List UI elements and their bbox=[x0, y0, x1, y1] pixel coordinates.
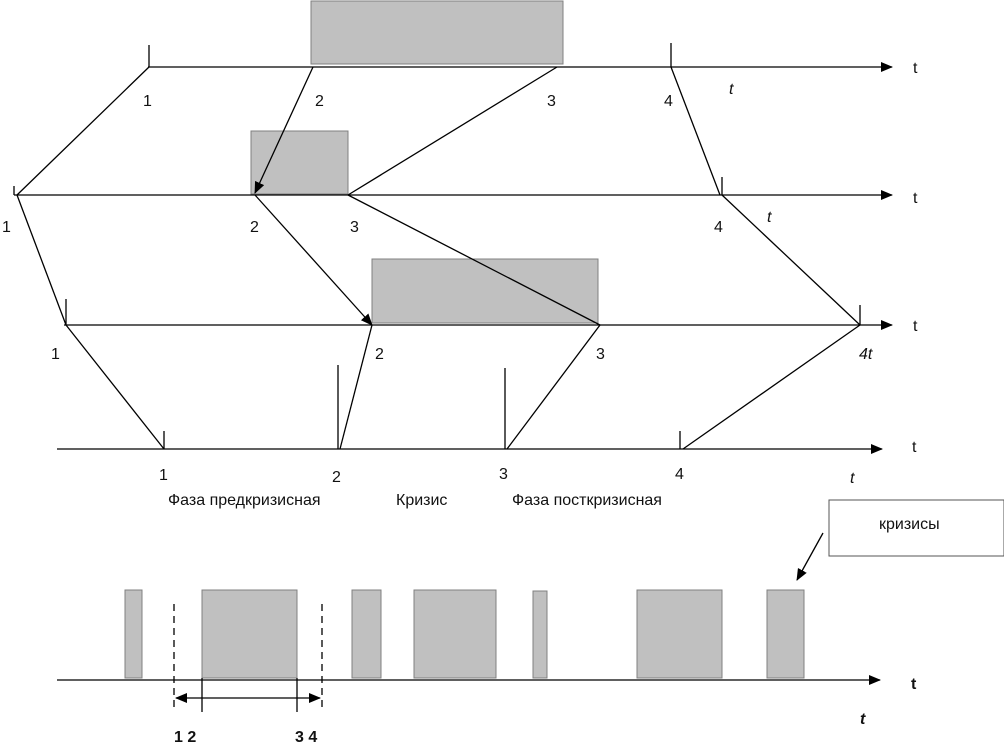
axis2-point-1: 1 bbox=[2, 219, 11, 236]
axis3-point-2: 2 bbox=[375, 346, 384, 363]
axis1-point-1: 1 bbox=[143, 93, 152, 110]
axis4-t-label: t bbox=[912, 439, 917, 456]
axis3-t-label: t bbox=[913, 318, 918, 335]
timeline-crisis bbox=[351, 589, 382, 679]
timeline-marks-left: 1 2 bbox=[174, 729, 196, 746]
timeline-crisis bbox=[636, 589, 723, 679]
axis1-t-label: t bbox=[913, 60, 918, 77]
axis-2: 1 2 3 4 t t bbox=[2, 177, 918, 236]
timeline-crisis bbox=[413, 589, 497, 679]
axis2-t-label: t bbox=[913, 190, 918, 207]
axis2-point-4: 4 bbox=[714, 219, 723, 236]
legend-arrow bbox=[796, 532, 824, 581]
axis4-point-1: 1 bbox=[159, 467, 168, 484]
axis2-point-3: 3 bbox=[350, 219, 359, 236]
timeline-crisis bbox=[201, 589, 298, 679]
timeline-marks-right: 3 4 bbox=[295, 729, 317, 746]
legend-label: кризисы bbox=[879, 516, 940, 533]
axis4-point-4: 4 bbox=[675, 466, 684, 483]
crisis-box-axis2 bbox=[250, 130, 349, 195]
timeline-t-label: t bbox=[911, 676, 917, 693]
axis4-point-3: 3 bbox=[499, 466, 508, 483]
legend-crises: кризисы bbox=[796, 499, 1004, 581]
phase-pre-crisis: Фаза предкризисная bbox=[168, 492, 321, 509]
phase-crisis: Кризис bbox=[396, 492, 447, 509]
axis-4: 1 2 3 4 t t bbox=[57, 365, 917, 487]
connector-lines bbox=[16, 66, 861, 450]
axis1-t-italic: t bbox=[729, 81, 734, 98]
timeline-t-italic: t bbox=[860, 711, 866, 728]
legend-box bbox=[828, 499, 1004, 557]
timeline-crisis bbox=[532, 590, 548, 679]
axis-3: 1 2 3 4t t bbox=[51, 299, 918, 363]
lower-timeline: 1 2 3 4 t t bbox=[57, 604, 917, 746]
axis1-point-2: 2 bbox=[315, 93, 324, 110]
timeline-crisis bbox=[766, 589, 805, 679]
axis-1: 1 2 3 4 t t bbox=[143, 43, 918, 110]
axis3-point-3: 3 bbox=[596, 346, 605, 363]
axis4-t-italic: t bbox=[850, 470, 855, 487]
timeline-crisis bbox=[124, 589, 143, 679]
axis2-t-italic: t bbox=[767, 209, 772, 226]
crisis-box-axis1 bbox=[310, 0, 564, 65]
axis3-end-label: 4t bbox=[859, 346, 873, 363]
axis4-point-2: 2 bbox=[332, 469, 341, 486]
axis1-point-3: 3 bbox=[547, 93, 556, 110]
crisis-box-axis3 bbox=[371, 258, 599, 324]
axis2-point-2: 2 bbox=[250, 219, 259, 236]
phase-post-crisis: Фаза посткризисная bbox=[512, 492, 662, 509]
timeline-crisis-boxes bbox=[124, 589, 805, 679]
axis1-point-4: 4 bbox=[664, 93, 673, 110]
axis3-point-1: 1 bbox=[51, 346, 60, 363]
